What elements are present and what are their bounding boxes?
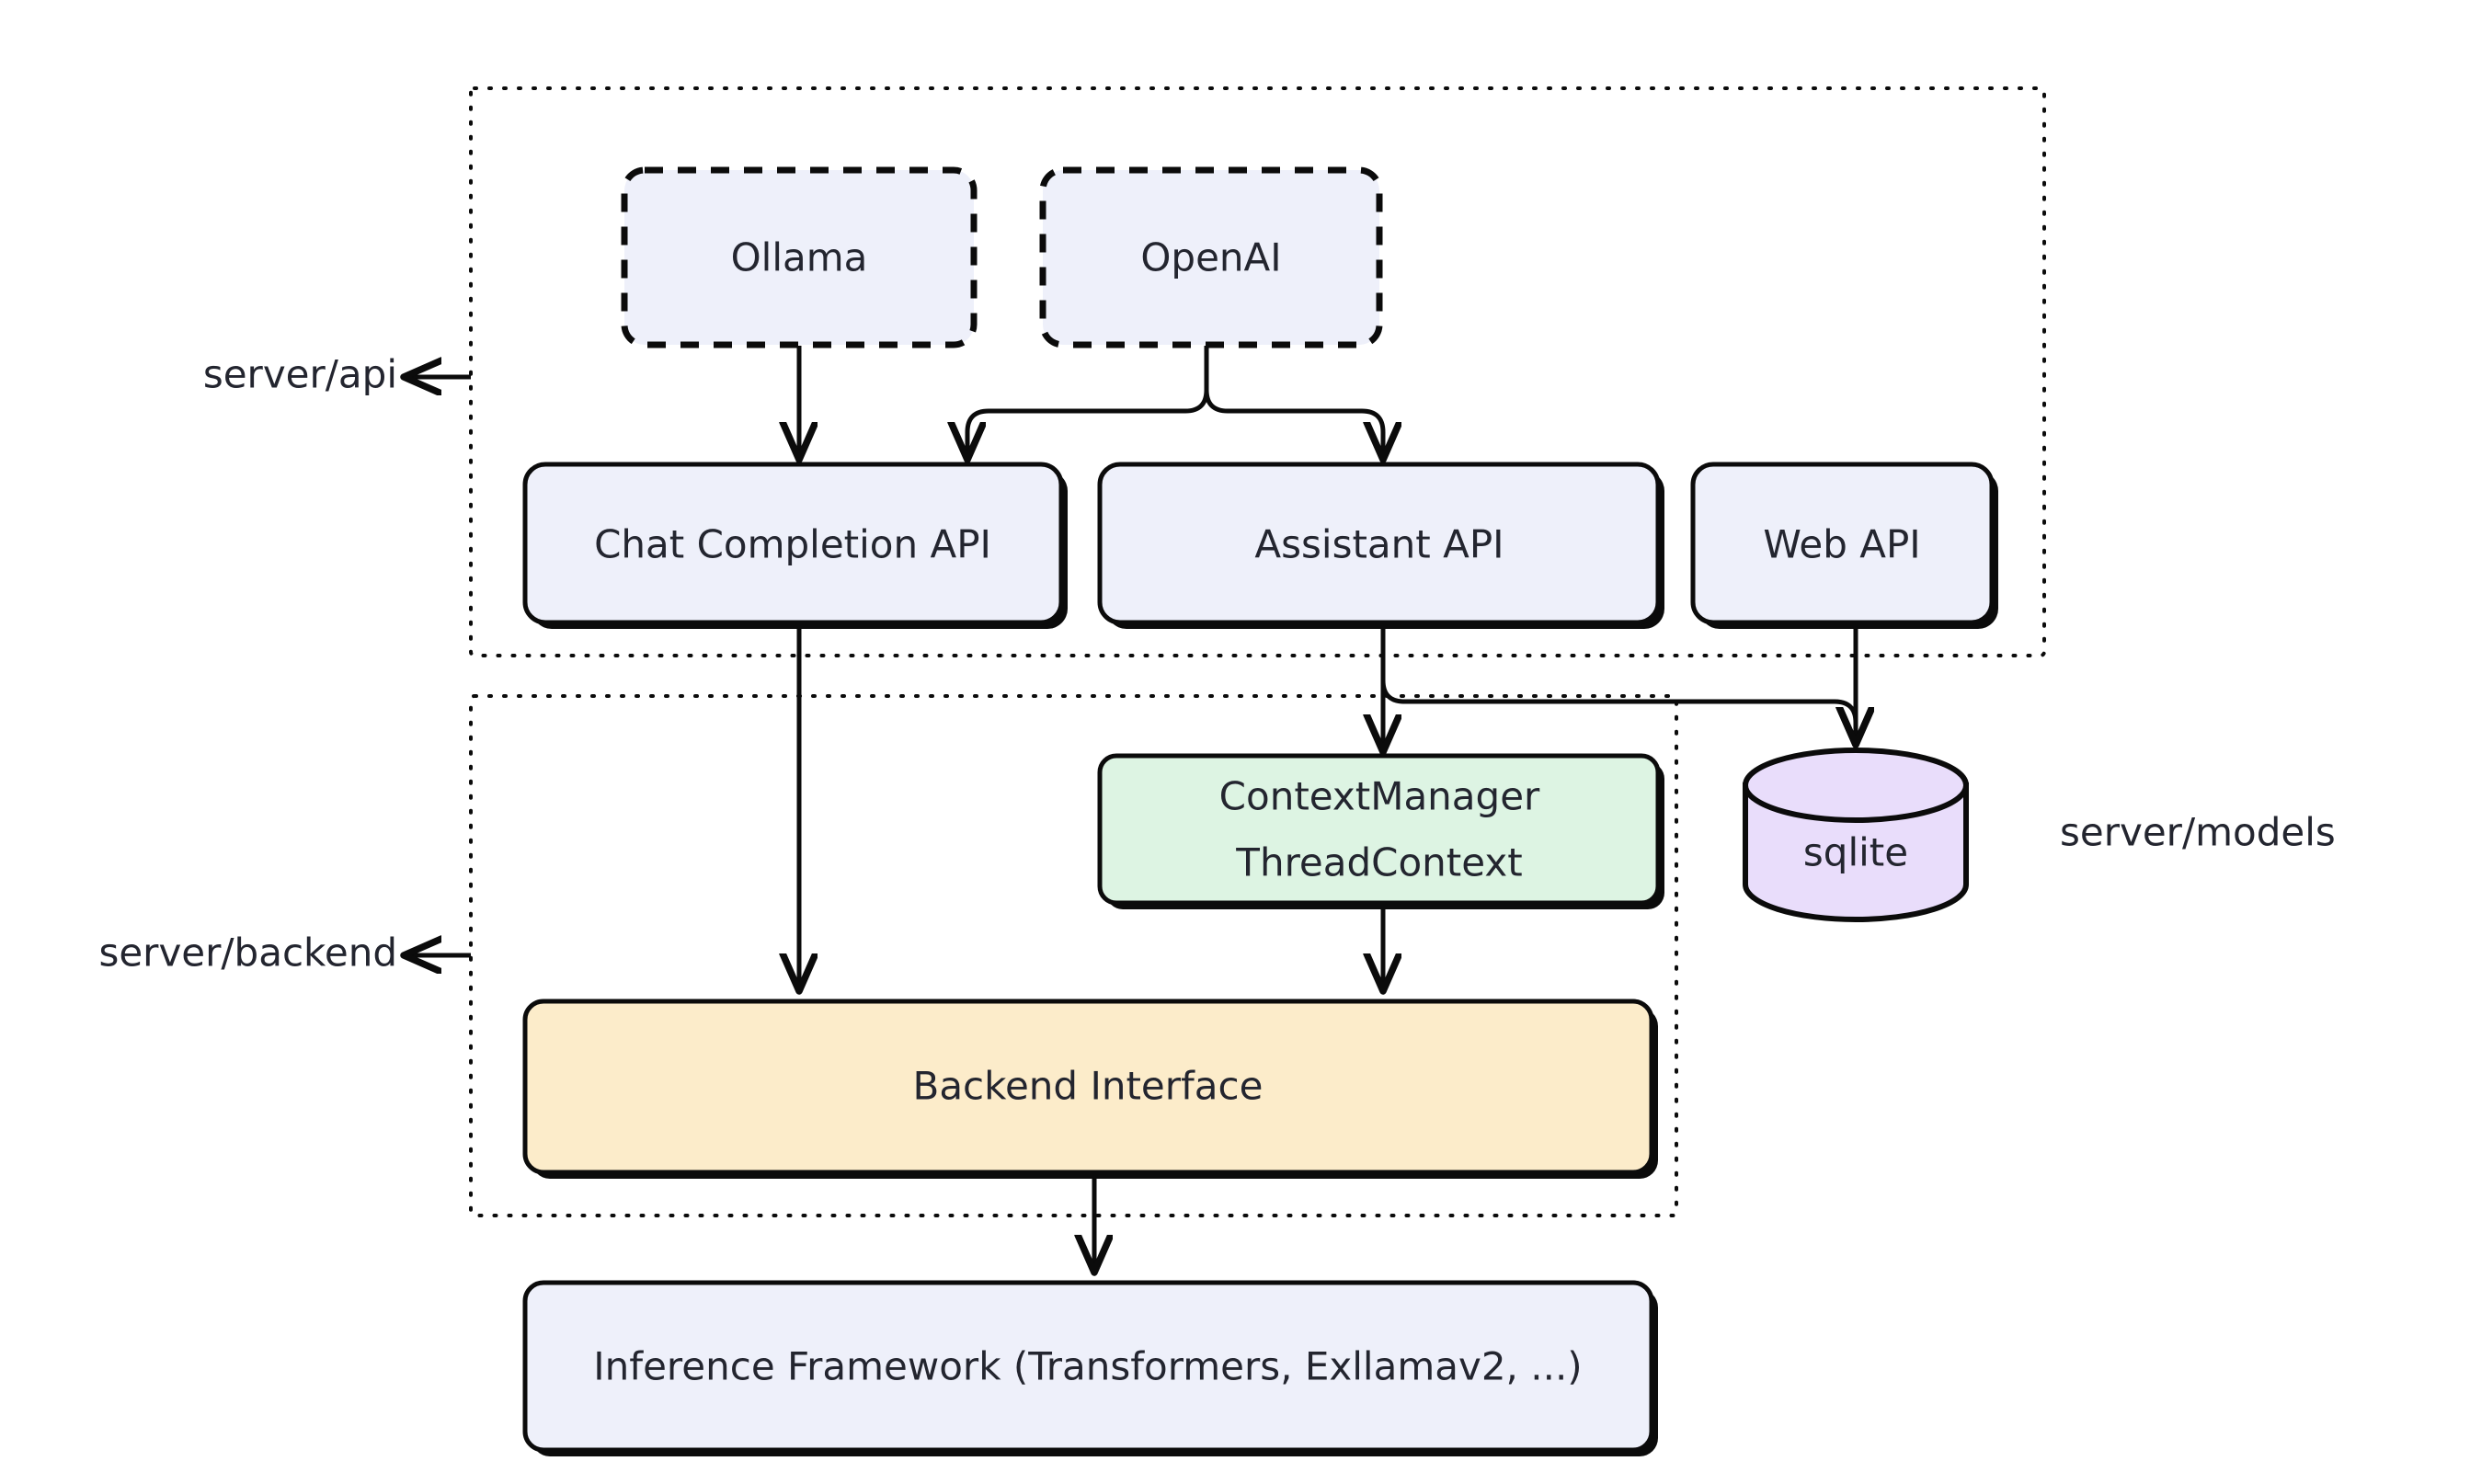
group-label-server-backend: server/backend (98, 930, 397, 976)
node-backend-interface[interactable]: Backend Interface (522, 999, 1658, 1179)
node-sqlite-body (1743, 782, 1969, 922)
node-context-manager-label-line1: ContextManager (1219, 774, 1540, 819)
node-sqlite-top (1743, 748, 1969, 823)
node-web-api-label: Web API (1763, 522, 1920, 567)
group-server-api (469, 86, 2046, 657)
node-backend-interface-box (522, 999, 1654, 1175)
node-context-manager[interactable]: ContextManager ThreadContext (1097, 753, 1664, 909)
node-web-api-box (1690, 462, 1995, 625)
node-inference-framework-label: Inference Framework (Transformers, Exlla… (593, 1344, 1582, 1389)
node-backend-interface-label: Backend Interface (913, 1064, 1264, 1109)
group-label-server-models: server/models (2060, 810, 2336, 855)
node-sqlite-label: sqlite (1803, 830, 1908, 875)
edge-assistant-to-sqlite (1380, 625, 1856, 740)
node-chat-completion-api[interactable]: Chat Completion API (522, 462, 1068, 629)
node-ollama-label: Ollama (731, 235, 868, 280)
node-chat-completion-api-box (522, 462, 1064, 625)
node-openai[interactable]: OpenAI (1039, 166, 1383, 348)
node-chat-completion-api-label: Chat Completion API (594, 522, 991, 567)
node-inference-framework-box (522, 1280, 1654, 1453)
node-sqlite[interactable]: sqlite (1743, 748, 1969, 922)
node-web-api[interactable]: Web API (1690, 462, 1998, 629)
node-ollama-box (621, 166, 978, 348)
group-label-server-api: server/api (203, 352, 397, 397)
node-openai-box (1039, 166, 1383, 348)
edge-openai-to-chat-completion (967, 346, 1209, 455)
node-assistant-api-label: Assistant API (1254, 522, 1504, 567)
node-assistant-api-box (1097, 462, 1661, 625)
node-context-manager-label-line2: ThreadContext (1235, 840, 1522, 885)
edge-openai-to-assistant (1204, 346, 1383, 455)
node-context-manager-box (1097, 753, 1661, 906)
node-inference-framework[interactable]: Inference Framework (Transformers, Exlla… (522, 1280, 1658, 1456)
node-assistant-api[interactable]: Assistant API (1097, 462, 1664, 629)
node-ollama[interactable]: Ollama (621, 166, 978, 348)
node-openai-label: OpenAI (1140, 235, 1281, 280)
